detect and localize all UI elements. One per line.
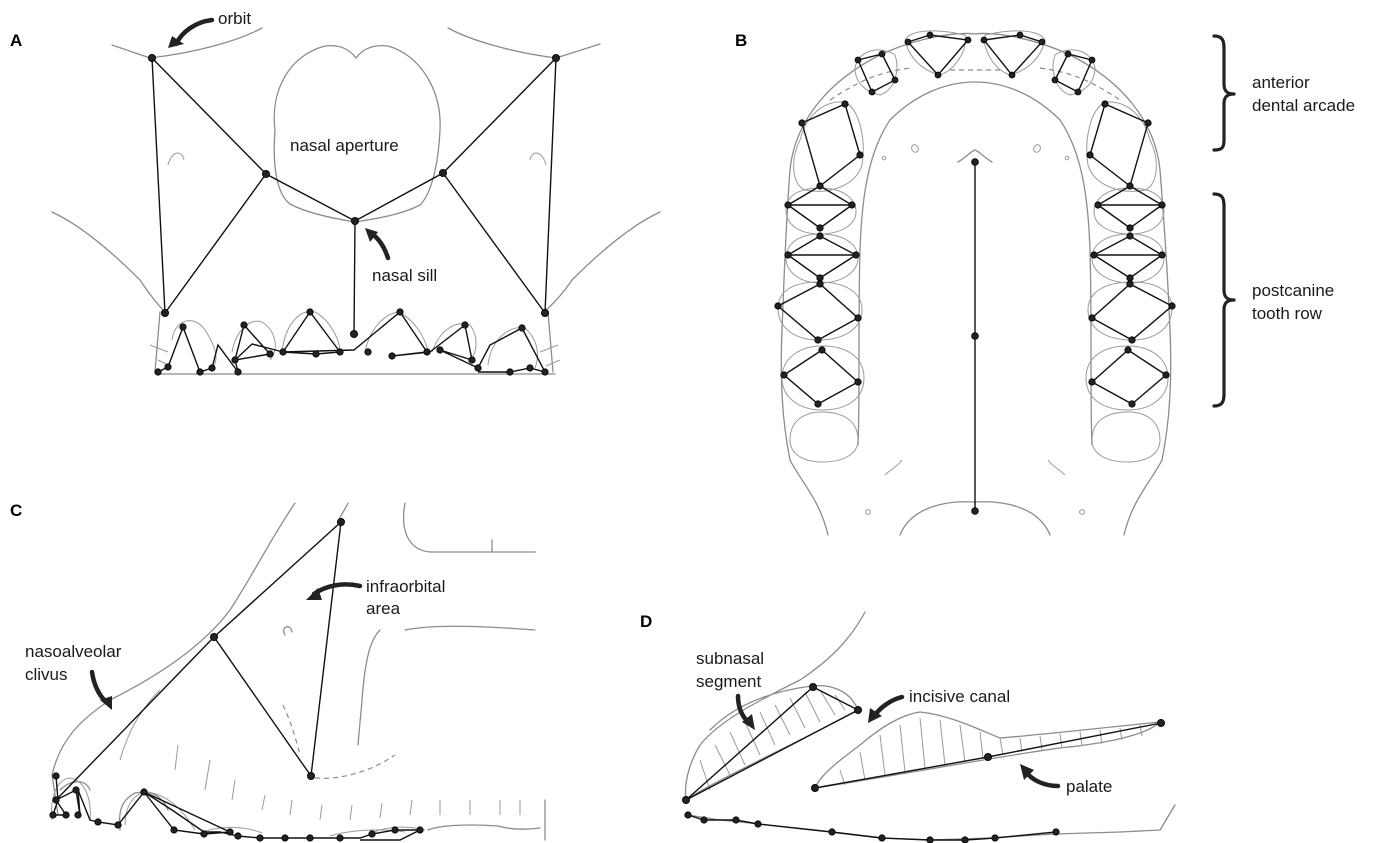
- panel-d-label: D: [640, 612, 652, 631]
- postcanine-label-2: tooth row: [1252, 304, 1323, 323]
- panel-d: D subnasal segment incisive canal palate: [640, 612, 1175, 843]
- postcanine-brace: [1214, 194, 1234, 406]
- foramen-post-right: [1080, 510, 1085, 515]
- nasal-sill-arrow: [372, 234, 388, 258]
- maxilla-outline-d: [686, 612, 1175, 840]
- nasoalveolar-label-1: nasoalveolar: [25, 642, 122, 661]
- tooth-crowns-c: [52, 778, 425, 836]
- foramen-left: [882, 156, 886, 160]
- maxilla-outline-c: [52, 503, 545, 840]
- landmark-dots-c: [50, 518, 423, 841]
- subnasal-label-2: segment: [696, 672, 761, 691]
- subnasal-label-1: subnasal: [696, 649, 764, 668]
- incisor-dashes: [830, 68, 1120, 100]
- subnasal-arrow: [738, 696, 748, 722]
- postcanine-label-1: postcanine: [1252, 281, 1334, 300]
- skull-outline-a: [52, 28, 660, 374]
- panel-a: A o: [10, 9, 660, 375]
- landmark-lines-c: [56, 522, 341, 800]
- infraorbital-arrow: [314, 584, 360, 594]
- infraorbital-label-2: area: [366, 599, 401, 618]
- landmark-lines-a-right-mesh2: [443, 58, 556, 313]
- anterior-label-2: dental arcade: [1252, 96, 1355, 115]
- panel-c-label: C: [10, 501, 22, 520]
- foramen-post-left: [866, 510, 871, 515]
- panel-c: C infraorbital area nasoalveolar clivus: [10, 501, 545, 841]
- palate-arrow: [1026, 772, 1058, 786]
- nasoalveolar-arrow: [92, 672, 106, 702]
- orbit-label: orbit: [218, 9, 251, 28]
- panel-a-label: A: [10, 31, 22, 50]
- orbit-arrow: [176, 20, 212, 44]
- landmark-lines-a-right-mesh: [152, 58, 266, 313]
- anterior-label-1: anterior: [1252, 73, 1310, 92]
- nasoalveolar-label-2: clivus: [25, 665, 68, 684]
- nasal-aperture-label: nasal aperture: [290, 136, 399, 155]
- foramen-right: [1065, 156, 1069, 160]
- tooth-mesh-a: [158, 312, 545, 372]
- infraorbital-dash-c: [283, 705, 395, 778]
- infraorbital-label-1: infraorbital: [366, 577, 445, 596]
- incisive-canal-label: incisive canal: [909, 687, 1010, 706]
- incisive-canal-arrow: [874, 697, 902, 716]
- anterior-brace: [1214, 36, 1234, 150]
- nasal-sill-label: nasal sill: [372, 266, 437, 285]
- landmark-lines-d: [686, 687, 858, 800]
- palate-label: palate: [1066, 777, 1112, 796]
- landmark-lines-b: [778, 35, 1172, 511]
- nasal-sill-line: [354, 221, 355, 334]
- alveolar-ridge-c: [120, 690, 520, 820]
- alveolar-mesh-d: [688, 815, 1056, 840]
- panel-b-label: B: [735, 31, 747, 50]
- panel-b: B: [735, 31, 1355, 535]
